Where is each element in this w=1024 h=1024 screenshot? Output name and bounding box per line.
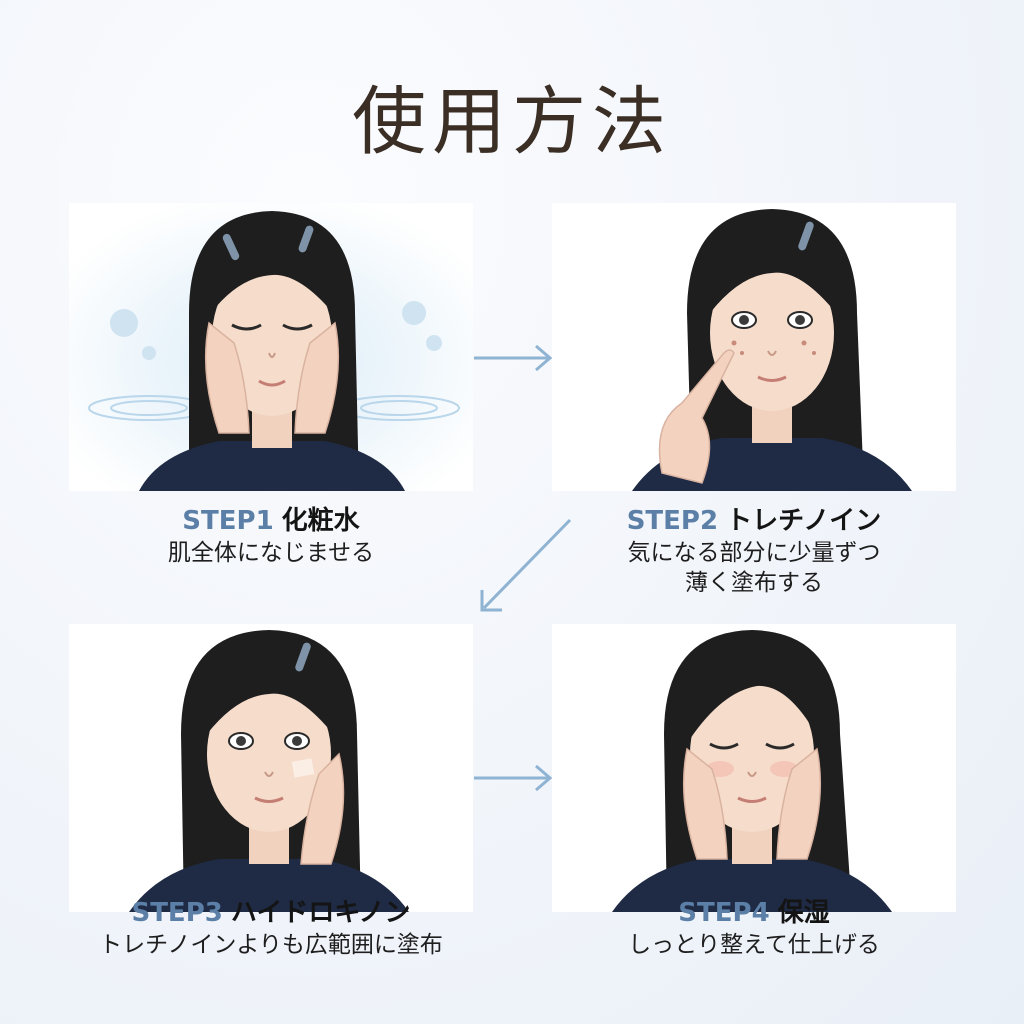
page-title: 使用方法 [352, 79, 672, 165]
step-description: トレチノインよりも広範囲に塗布 [99, 931, 443, 958]
step-label: STEP4 [678, 898, 770, 928]
hair-clip-icon [222, 225, 314, 261]
step-description: しっとり整えて仕上げる [628, 931, 880, 958]
step-name: 保湿 [777, 898, 830, 928]
step3-illustration [69, 624, 473, 912]
step-description: 気になる部分に少量ずつ [627, 539, 881, 566]
step-label: STEP1 [182, 506, 274, 536]
arrow-right-icon [474, 344, 553, 372]
step-label: STEP3 [131, 898, 223, 928]
step-name: ハイドロキノン [230, 898, 411, 928]
step-label: STEP2 [626, 506, 719, 536]
hair-clip-icon [295, 642, 311, 672]
step4-illustration [552, 624, 956, 912]
step-name: トレチノイン [726, 506, 882, 536]
step-name: 化粧水 [281, 506, 360, 536]
step-description: 肌全体になじませる [167, 539, 375, 566]
step-description: 薄く塗布する [685, 569, 823, 596]
arrow-right-icon [474, 764, 553, 792]
step2-illustration [552, 203, 956, 491]
step1-illustration [69, 203, 473, 491]
hair-clip-icon [798, 221, 814, 251]
arrow-down-left-icon [480, 518, 572, 612]
